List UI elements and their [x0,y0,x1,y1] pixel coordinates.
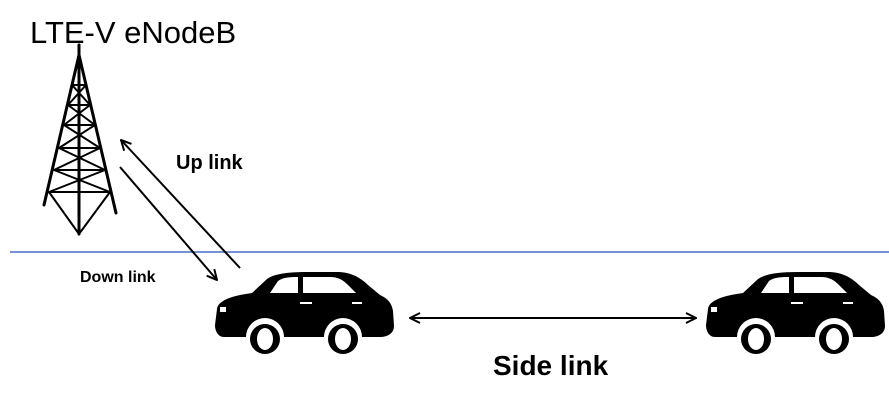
cell-tower-icon [42,43,118,236]
down-link-arrow [119,166,217,280]
car-icon [705,271,886,355]
up-link-label: Up link [176,152,243,174]
side-link-label: Side link [493,350,609,381]
car-icon [214,271,395,355]
up-link-arrow [121,140,241,269]
down-link-label: Down link [80,269,156,286]
base-station-label: LTE-V eNodeB [30,15,237,50]
